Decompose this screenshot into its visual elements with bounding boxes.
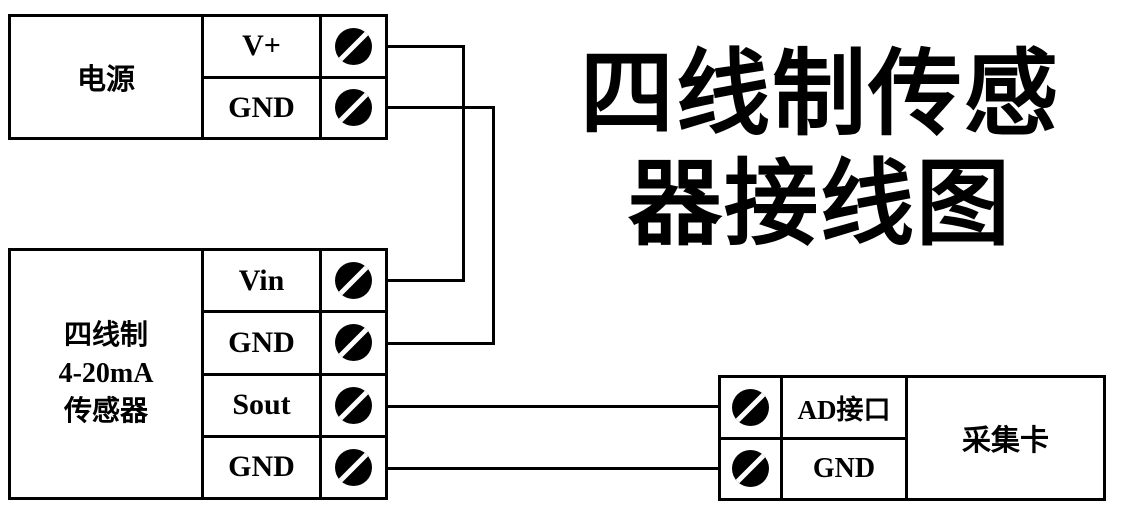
screw-terminal-icon [732, 450, 769, 488]
power-terminal-row-gnd: GND [204, 75, 385, 138]
screw-terminal-icon [732, 388, 769, 426]
power-terminal-row-vplus: V+ [204, 17, 385, 76]
terminal-screw-cell [322, 17, 385, 76]
wire-gnd-to-card-gnd [386, 467, 720, 470]
screw-terminal-icon [335, 386, 372, 424]
daq-terminal-row-ad: AD接口 [721, 378, 905, 437]
wire-vplus-to-vin-seg3 [386, 279, 465, 282]
terminal-label-gnd: GND [812, 452, 876, 484]
sensor-label-line1: 四线制 [63, 320, 148, 352]
wire-vplus-to-vin-seg2 [462, 45, 465, 282]
terminal-label-gnd: GND [204, 437, 322, 497]
sensor-terminal-block: Vin GND Sout GND [201, 251, 385, 497]
daq-terminal-row-gnd: GND [721, 436, 905, 498]
diagram-title-line1: 四线制传感 [579, 43, 1060, 147]
terminal-label-vin: Vin [204, 251, 322, 311]
sensor-label-line2: 4-20mA [58, 358, 154, 390]
screw-terminal-icon [335, 448, 372, 486]
wire-vplus-to-vin-seg1 [386, 45, 465, 48]
power-terminal-block: V+ GND [201, 17, 385, 137]
screw-terminal-icon [335, 27, 372, 65]
wire-sout-to-ad [386, 405, 720, 408]
acquisition-card-block: AD接口 GND 采集卡 [718, 375, 1106, 501]
sensor-terminal-row-vin: Vin [204, 251, 385, 311]
terminal-screw-cell [322, 251, 385, 310]
power-supply-label: 电源 [76, 64, 135, 96]
terminal-screw-cell [322, 79, 385, 138]
sensor-terminal-row-gnd1: GND [204, 310, 385, 373]
screw-terminal-icon [335, 262, 372, 300]
power-supply-block: 电源 V+ GND [8, 14, 388, 140]
terminal-screw-cell [322, 376, 385, 435]
screw-terminal-icon [335, 324, 372, 362]
terminal-screw-cell [322, 438, 385, 497]
terminal-screw-cell [721, 378, 783, 437]
diagram-title: 四线制传感 器接线图 [540, 40, 1100, 260]
sensor-block: 四线制 4-20mA 传感器 Vin GND Sout [8, 248, 388, 500]
screw-terminal-icon [335, 89, 372, 127]
terminal-screw-cell [721, 439, 783, 498]
sensor-label-line3: 传感器 [63, 395, 148, 427]
wire-gnd-to-gnd-seg1 [386, 106, 495, 109]
wire-gnd-to-gnd-seg3 [386, 342, 495, 345]
sensor-terminal-row-gnd2: GND [204, 434, 385, 497]
wire-gnd-to-gnd-seg2 [492, 106, 495, 345]
acquisition-card-terminal-block: AD接口 GND [721, 378, 908, 498]
terminal-label-ad-interface: AD接口 [797, 394, 891, 425]
terminal-screw-cell [322, 313, 385, 372]
diagram-title-line2: 器接线图 [627, 153, 1012, 257]
terminal-label-vplus: V+ [204, 17, 322, 76]
sensor-terminal-row-sout: Sout [204, 372, 385, 435]
terminal-label-gnd: GND [204, 313, 322, 373]
sensor-label: 四线制 4-20mA 传感器 [11, 251, 201, 497]
terminal-label-gnd: GND [204, 78, 322, 137]
terminal-label-sout: Sout [204, 375, 322, 435]
acquisition-card-label: 采集卡 [961, 425, 1049, 457]
